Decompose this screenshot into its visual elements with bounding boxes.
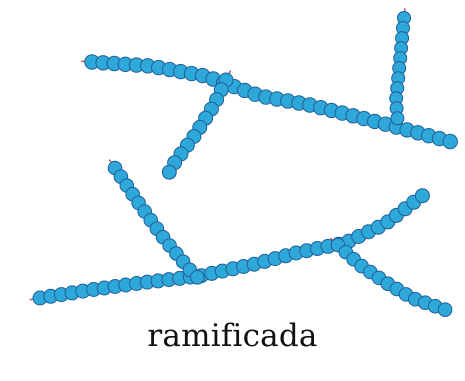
- monomer-bead: [162, 165, 176, 179]
- monomer-bead: [438, 303, 452, 317]
- left-diagonal-branch: [108, 160, 204, 285]
- monomer-bead: [443, 134, 457, 148]
- polymer-chains: [30, 8, 458, 316]
- top-left-down-branch: [162, 71, 233, 180]
- lower-main-chain: [30, 189, 430, 305]
- top-vertical-branch: [390, 8, 411, 125]
- monomer-bead: [391, 112, 404, 125]
- monomer-bead: [191, 271, 205, 285]
- diagram-caption: ramificada: [0, 316, 465, 356]
- right-down-branch: [330, 238, 451, 316]
- monomer-bead: [415, 189, 429, 203]
